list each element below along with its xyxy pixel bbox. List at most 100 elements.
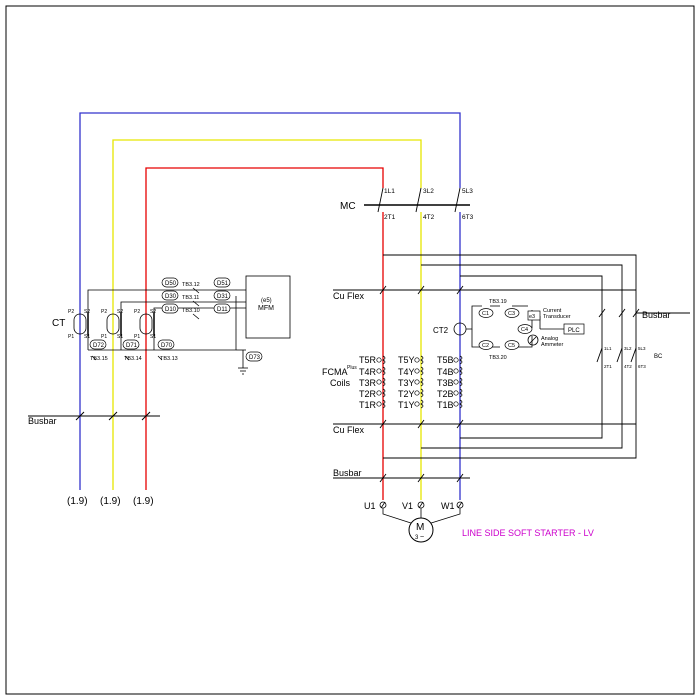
plc-box: PLC: [563, 323, 585, 335]
coil-tap-2-2: [453, 379, 459, 385]
coil-tap-0-3: [376, 390, 382, 396]
red-phase-wire: [145, 167, 384, 490]
busbar-left-label: Busbar: [28, 416, 57, 426]
svg-text:TB3.11: TB3.11: [182, 295, 199, 301]
svg-text:D10: D10: [165, 307, 177, 313]
svg-text:S2: S2: [84, 309, 90, 315]
mfm-meter: (e5) MFM: [245, 275, 291, 339]
svg-text:T1Y: T1Y: [398, 400, 415, 410]
svg-text:D73: D73: [249, 355, 261, 361]
motor: M 3 ~: [408, 517, 434, 543]
blue-phase-wire: [79, 112, 461, 490]
coil-tap-0-4: [376, 401, 382, 407]
ref-blue: (1.9): [67, 496, 88, 507]
ct2-label: CT2: [433, 326, 449, 335]
svg-text:S2: S2: [150, 309, 156, 315]
svg-text:P1: P1: [68, 334, 74, 340]
svg-text:T1B: T1B: [437, 400, 454, 410]
coil-winding-2-1: [459, 366, 463, 376]
fcma-label: FCMA: [322, 367, 348, 377]
svg-text:T5R: T5R: [359, 355, 377, 365]
coil-tap-1-1: [414, 368, 420, 374]
bc-label: BC: [654, 354, 663, 360]
ct-label: CT: [52, 318, 65, 329]
svg-text:3: 3: [415, 535, 419, 541]
svg-text:MFM: MFM: [258, 305, 274, 312]
page-border: [5, 5, 695, 695]
svg-text:TB3.15: TB3.15: [90, 356, 108, 362]
bypass-wiring: [333, 254, 690, 479]
busbar-bottom-label: Busbar: [333, 468, 362, 478]
svg-text:T5B: T5B: [437, 355, 454, 365]
coil-winding-2-4: [459, 399, 463, 409]
motor-terminals: [379, 501, 464, 525]
svg-text:e3: e3: [529, 314, 535, 320]
bc-contacts: [596, 347, 637, 363]
svg-text:T2Y: T2Y: [398, 389, 415, 399]
wire-tags-lower: D72 D71 D70 TB3.15 TB3.14 TB3.13 D73: [89, 339, 263, 362]
svg-text:4T2: 4T2: [423, 214, 435, 221]
fcma-coils: [376, 355, 463, 409]
coil-winding-0-4: [382, 399, 386, 409]
svg-text:S1: S1: [84, 334, 90, 340]
coil-tap-1-4: [414, 401, 420, 407]
svg-text:D51: D51: [217, 281, 229, 287]
coil-tap-2-0: [453, 357, 459, 363]
terminal-v1: V1: [402, 501, 413, 511]
svg-text:2T1: 2T1: [604, 364, 612, 369]
svg-text:6T3: 6T3: [638, 364, 646, 369]
busbar-right-label: Busbar: [642, 310, 671, 320]
svg-text:4T2: 4T2: [624, 364, 632, 369]
svg-text:D11: D11: [217, 307, 228, 313]
coil-tap-0-1: [376, 368, 382, 374]
svg-text:M: M: [416, 522, 424, 533]
coil-tap-1-0: [414, 357, 420, 363]
coil-tap-1-2: [414, 379, 420, 385]
svg-text:5L3: 5L3: [462, 188, 473, 195]
svg-text:T4Y: T4Y: [398, 367, 415, 377]
svg-text:3L2: 3L2: [624, 346, 632, 351]
svg-text:D50: D50: [165, 281, 177, 287]
coil-labels-yellow: T5Y T4Y T3Y T2Y T1Y: [398, 355, 415, 410]
svg-text:D30: D30: [165, 294, 177, 300]
mc-contacts: [377, 187, 461, 213]
fcma-superscript: Plus: [347, 365, 357, 371]
coil-winding-1-0: [420, 355, 424, 365]
coil-winding-1-4: [420, 399, 424, 409]
coil-winding-0-3: [382, 388, 386, 398]
svg-text:5L3: 5L3: [638, 346, 646, 351]
svg-text:T3R: T3R: [359, 378, 377, 388]
ct-coil-red: [139, 312, 155, 336]
svg-text:P2: P2: [134, 309, 140, 315]
svg-text:P1: P1: [101, 334, 107, 340]
svg-text:PLC: PLC: [568, 328, 580, 334]
coil-winding-2-3: [459, 388, 463, 398]
coils-label: Coils: [330, 378, 351, 388]
busbar-ticks: [379, 285, 640, 483]
svg-text:P1: P1: [134, 334, 140, 340]
coil-tap-2-1: [453, 368, 459, 374]
svg-text:(e5): (e5): [261, 298, 272, 304]
wire-tags-upper: D50 D30 D10 D51 D31 D11 TB3.12 TB3.11 TB…: [161, 277, 231, 320]
svg-text:S2: S2: [117, 309, 123, 315]
coil-winding-2-0: [459, 355, 463, 365]
svg-text:TB3.10: TB3.10: [182, 308, 200, 314]
diagram-title: LINE SIDE SOFT STARTER - LV: [462, 528, 594, 538]
coil-winding-2-2: [459, 377, 463, 387]
svg-text:S1: S1: [150, 334, 156, 340]
svg-text:~: ~: [420, 534, 424, 541]
ct2-nodes: C1 C3 C2 C5 C4 TB3.19 TB3.20: [478, 299, 533, 361]
svg-text:C2: C2: [482, 343, 489, 349]
svg-text:Analog: Analog: [541, 336, 558, 342]
ct-coil-yellow: [106, 312, 122, 336]
svg-text:6T3: 6T3: [462, 214, 474, 221]
ct-coil-blue: [73, 312, 89, 336]
cu-flex-upper-label: Cu Flex: [333, 291, 365, 301]
svg-text:T2R: T2R: [359, 389, 377, 399]
svg-text:C5: C5: [508, 343, 515, 349]
svg-text:C3: C3: [508, 311, 515, 317]
coil-tap-0-2: [376, 379, 382, 385]
svg-text:2T1: 2T1: [384, 214, 396, 221]
